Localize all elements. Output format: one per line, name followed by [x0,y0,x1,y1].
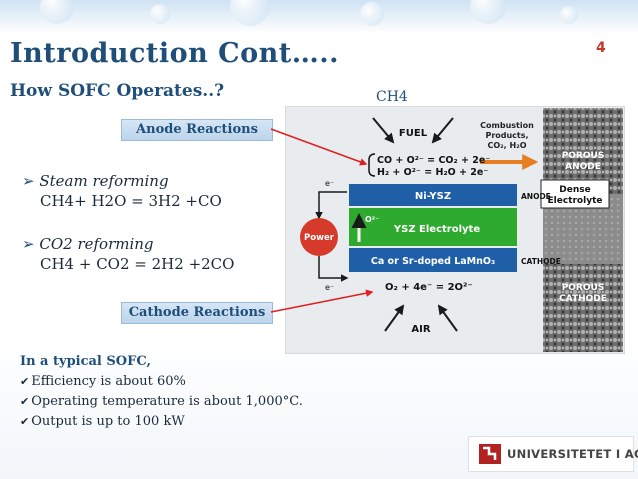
list-item: ✔Operating temperature is about 1,000°C. [20,394,303,409]
fuel-label: FUEL [399,128,428,139]
arrow-bullet-icon: ➢ [22,235,35,253]
electrolyte-layer [349,208,517,246]
air-arrow [384,304,405,332]
electron-flow-arrow [315,191,347,220]
ch4-label: CH4 [376,89,408,105]
dense-electrolyte-callout [540,179,610,209]
bubble-decoration [230,0,270,26]
power-circle [300,218,338,256]
reaction-name: Steam reforming [39,172,169,190]
anode-reactions-label: Anode Reactions [121,119,273,141]
micro-label: Dense [559,185,590,195]
electron-flow-arrow [318,256,349,282]
list-item: ✔Efficiency is about 60% [20,374,186,389]
cathode-tag: CATHODE [521,257,561,266]
reaction-co2-reforming: ➢ CO2 reforming CH4 + CO2 = 2H2 +2CO [22,235,234,273]
checkmark-icon: ✔ [20,415,30,428]
page-title: Introduction Cont….. [10,38,340,69]
cathode-equation: O₂ + 4e⁻ = 2O²⁻ [385,282,473,293]
cathode-layer-label: Ca or Sr-doped LaMnO₃ [371,256,495,267]
electrolyte-layer-label: YSZ Electrolyte [393,224,480,235]
reaction-name: CO2 reforming [39,235,154,253]
university-name: UNIVERSITETET I AGDER [507,447,638,461]
oxide-ion-label: O²⁻ [365,215,380,224]
electron-label: e⁻ [325,179,334,188]
info-heading: In a typical SOFC, [20,354,151,369]
slide-number: 4 [596,40,606,56]
air-label: AIR [411,324,430,335]
anode-layer [349,184,517,206]
reaction-equation: CH4 + CO2 = 2H2 +2CO [40,255,235,273]
bubble-decoration [40,0,74,24]
electron-label: e⁻ [325,283,334,292]
sofc-diagram: POROUS ANODE POROUS CATHODE Dense Electr… [285,106,625,354]
list-item: ✔Output is up to 100 kW [20,414,185,429]
checkmark-icon: ✔ [20,395,30,408]
anode-equation: CO + O²⁻ = CO₂ + 2e⁻ [377,155,490,166]
reaction-equation: CH4+ H2O = 3H2 +CO [40,192,222,210]
brace-icon [368,153,376,177]
decorative-header-band [0,0,638,34]
cathode-reactions-label: Cathode Reactions [121,302,273,324]
combustion-label: Combustion [480,121,534,130]
cathode-layer [349,248,517,272]
porous-cathode-micrograph [543,264,623,352]
power-label: Power [304,233,335,243]
micro-label: Electrolyte [548,196,603,206]
micro-label: CATHODE [559,294,607,304]
micro-label: ANODE [565,162,601,172]
anode-tag: ANODE [521,192,551,201]
bubble-decoration [560,6,578,24]
micro-label: POROUS [562,283,605,293]
micro-label: POROUS [562,151,605,161]
arrow-bullet-icon: ➢ [22,172,35,190]
bubble-decoration [470,0,506,24]
checkmark-icon: ✔ [20,375,30,388]
air-arrow [437,304,458,332]
bubble-decoration [360,2,384,26]
combustion-label: Products, [485,131,528,140]
university-footer: UNIVERSITETET I AGDER [468,436,638,472]
sofc-info-list: In a typical SOFC, ✔Efficiency is about … [20,352,303,432]
combustion-label: CO₂, H₂O [488,141,527,150]
anode-layer-label: Ni-YSZ [415,191,451,202]
page-subtitle: How SOFC Operates..? [10,81,225,101]
anode-equation: H₂ + O²⁻ = H₂O + 2e⁻ [377,167,488,178]
university-logo-icon [479,444,501,464]
bubble-decoration [150,4,170,24]
fuel-arrow [431,117,454,144]
fuel-arrow [372,117,395,144]
reaction-steam-reforming: ➢ Steam reforming CH4+ H2O = 3H2 +CO [22,172,222,210]
